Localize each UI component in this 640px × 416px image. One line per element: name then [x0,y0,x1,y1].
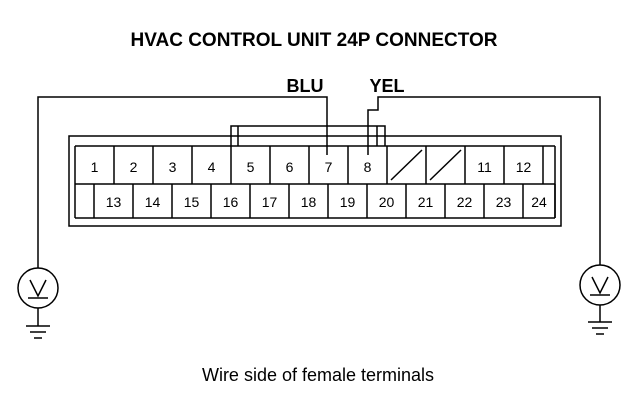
terminal-cell: 1 [91,146,115,184]
wire-label-blu: BLU [287,76,324,96]
ground-icon [588,321,612,335]
voltmeter-icon [579,264,621,322]
empty-terminal-cell [429,146,466,184]
terminal-number: 21 [418,194,434,210]
terminal-number: 1 [91,159,99,175]
terminal-number: 16 [223,194,239,210]
terminal-number: 14 [145,194,161,210]
diagram-title: HVAC CONTROL UNIT 24P CONNECTOR [130,30,497,51]
wire-label-yel: YEL [369,76,404,96]
terminal-number: 18 [301,194,317,210]
terminal-cell: 4 [208,146,232,184]
terminal-number: 12 [516,159,532,175]
right-probe-wire [367,96,601,265]
left-voltmeter-circle [17,267,59,309]
terminal-number: 8 [364,159,372,175]
empty-terminal-cell [390,146,427,184]
terminal-number: 6 [286,159,294,175]
terminal-number: 5 [247,159,255,175]
terminal-cell: 6 [286,146,310,184]
connector-shell [68,135,562,227]
terminal-number: 15 [184,194,200,210]
terminal-cell: 17 [262,184,290,218]
terminal-number: 7 [325,159,333,175]
terminal-cell: 20 [379,184,407,218]
terminal-number: 22 [457,194,473,210]
connector-body [68,125,562,227]
terminal-cell: 18 [301,184,329,218]
terminal-number: 4 [208,159,216,175]
terminal-cell: 3 [169,146,193,184]
voltmeter-icon [17,267,59,326]
terminal-number: 13 [106,194,122,210]
probe-wires [37,96,601,268]
right-voltmeter-circle [579,264,621,306]
terminal-number: 3 [169,159,177,175]
terminal-cell: 15 [184,184,212,218]
terminal-number: 2 [130,159,138,175]
terminal-cell: 11 [477,146,505,184]
terminal-number: 23 [496,194,512,210]
terminal-number: 24 [531,194,547,210]
terminal-cell: 7 [325,146,349,184]
terminal-number: 17 [262,194,278,210]
terminal-cell: 21 [418,184,446,218]
terminal-cell: 19 [340,184,368,218]
terminal-cell: 14 [145,184,173,218]
terminal-cell: 12 [516,146,544,184]
connector-bottom-row: 13 14 15 16 17 18 19 20 21 22 23 24 [93,184,556,218]
terminal-cell: 2 [130,146,154,184]
terminal-cell: 23 [496,184,524,218]
terminal-cell: 8 [364,146,388,184]
diagram-caption: Wire side of female terminals [202,365,434,385]
terminal-cell: 5 [247,146,271,184]
left-probe-wire [37,96,328,268]
terminal-number: 11 [477,159,492,175]
terminal-cell: 22 [457,184,485,218]
terminal-cell: 24 [531,184,556,218]
terminal-cell: 13 [106,184,134,218]
terminal-cell: 16 [223,184,251,218]
terminal-number: 19 [340,194,356,210]
terminal-number: 20 [379,194,395,210]
ground-icon [26,325,50,339]
